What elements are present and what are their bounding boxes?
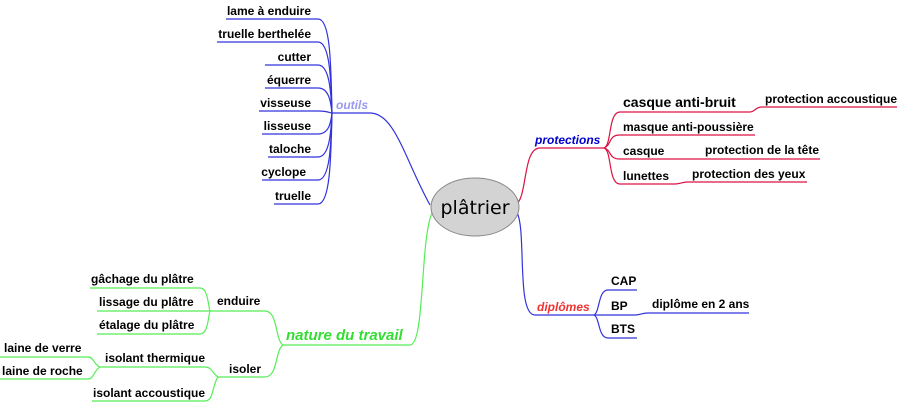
protection-item[interactable]: casque anti-bruit (623, 94, 736, 110)
protection-item[interactable]: casque (623, 144, 665, 158)
outil-item[interactable]: truelle berthelée (218, 27, 311, 41)
diplome-item[interactable]: BTS (611, 322, 635, 336)
outil-item[interactable]: truelle (275, 189, 311, 203)
outil-item[interactable]: équerre (267, 73, 311, 87)
diplome-item[interactable]: BP (611, 299, 628, 313)
branch-protections: protections casque anti-bruit protection… (514, 92, 897, 206)
node-isoler[interactable]: isoler (229, 362, 261, 376)
isoler-item[interactable]: isolant thermique (105, 351, 205, 365)
thermique-item[interactable]: laine de roche (2, 364, 83, 378)
node-protections[interactable]: protections (534, 133, 601, 147)
branch-diplomes: diplômes CAP BP diplôme en 2 ans BTS (514, 209, 750, 339)
enduire-item[interactable]: lissage du plâtre (99, 295, 194, 309)
protection-item[interactable]: masque anti-poussière (623, 120, 754, 134)
outil-item[interactable]: lame à enduire (227, 4, 311, 18)
diplome-item[interactable]: CAP (611, 274, 636, 288)
node-nature[interactable]: nature du travail (286, 327, 404, 344)
protection-detail[interactable]: protection des yeux (692, 167, 806, 181)
branch-outils: outils lame à enduire truelle berthelée … (217, 4, 431, 206)
diplome-detail[interactable]: diplôme en 2 ans (652, 297, 750, 311)
isoler-item[interactable]: isolant accoustique (93, 386, 205, 400)
center-label: plâtrier (440, 197, 509, 219)
node-enduire[interactable]: enduire (217, 294, 261, 308)
outil-item[interactable]: cutter (278, 50, 312, 64)
outil-item[interactable]: cyclope (261, 165, 306, 179)
enduire-item[interactable]: gâchage du plâtre (91, 272, 194, 286)
thermique-item[interactable]: laine de verre (4, 341, 82, 355)
enduire-item[interactable]: étalage du plâtre (99, 318, 195, 332)
branch-nature: nature du travail enduire isoler gâchage… (0, 212, 433, 402)
outil-item[interactable]: visseuse (260, 96, 311, 110)
outil-item[interactable]: lisseuse (264, 119, 312, 133)
protection-detail[interactable]: protection de la tête (705, 143, 819, 157)
outil-item[interactable]: taloche (269, 142, 311, 156)
protection-detail[interactable]: protection accoustique (765, 92, 897, 106)
center-node[interactable]: plâtrier (430, 177, 520, 237)
node-diplomes[interactable]: diplômes (537, 300, 590, 314)
node-outils[interactable]: outils (336, 98, 368, 112)
protection-item[interactable]: lunettes (623, 169, 669, 183)
